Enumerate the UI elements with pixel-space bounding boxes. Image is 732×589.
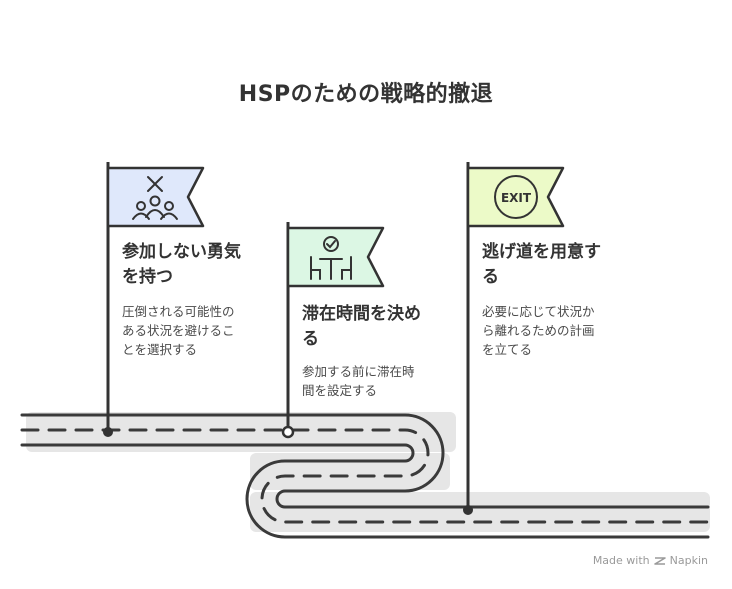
- step-3-heading: 逃げ道を用意す る: [482, 242, 601, 287]
- pole-base-dot: [463, 505, 473, 515]
- pole-base-dot: [281, 425, 295, 439]
- napkin-logo-icon: [653, 556, 666, 565]
- table-check-icon: [310, 236, 352, 280]
- step-2-description: 参加する前に滞在時 間を設定する: [302, 364, 415, 398]
- napkin-watermark[interactable]: Made with Napkin: [593, 554, 708, 567]
- exit-sign-text: EXIT: [501, 191, 532, 205]
- step-1-heading: 参加しない勇気 を持つ: [122, 242, 241, 287]
- step-1-description: 圧倒される可能性の ある状況を避けるこ とを選択する: [122, 304, 235, 357]
- step-3-description: 必要に応じて状況か ら離れるための計画 を立てる: [482, 304, 595, 357]
- step-1-flag: [103, 162, 205, 437]
- road-center-line: [20, 428, 710, 524]
- page-title: HSPのための戦略的撤退: [238, 82, 494, 107]
- step-3-flag: EXIT: [463, 162, 565, 515]
- flag-banner: [286, 226, 385, 288]
- made-with-label: Made with: [592, 554, 650, 567]
- flag-banner: [466, 166, 565, 228]
- winding-road: [20, 413, 710, 539]
- pole-base-dot: [103, 427, 113, 437]
- step-2-heading: 滞在時間を決め る: [302, 304, 421, 349]
- people-cross-icon: [132, 176, 178, 220]
- step-2-flag: [281, 222, 385, 439]
- exit-sign-icon: EXIT: [494, 175, 538, 219]
- napkin-brand-label: Napkin: [669, 554, 708, 567]
